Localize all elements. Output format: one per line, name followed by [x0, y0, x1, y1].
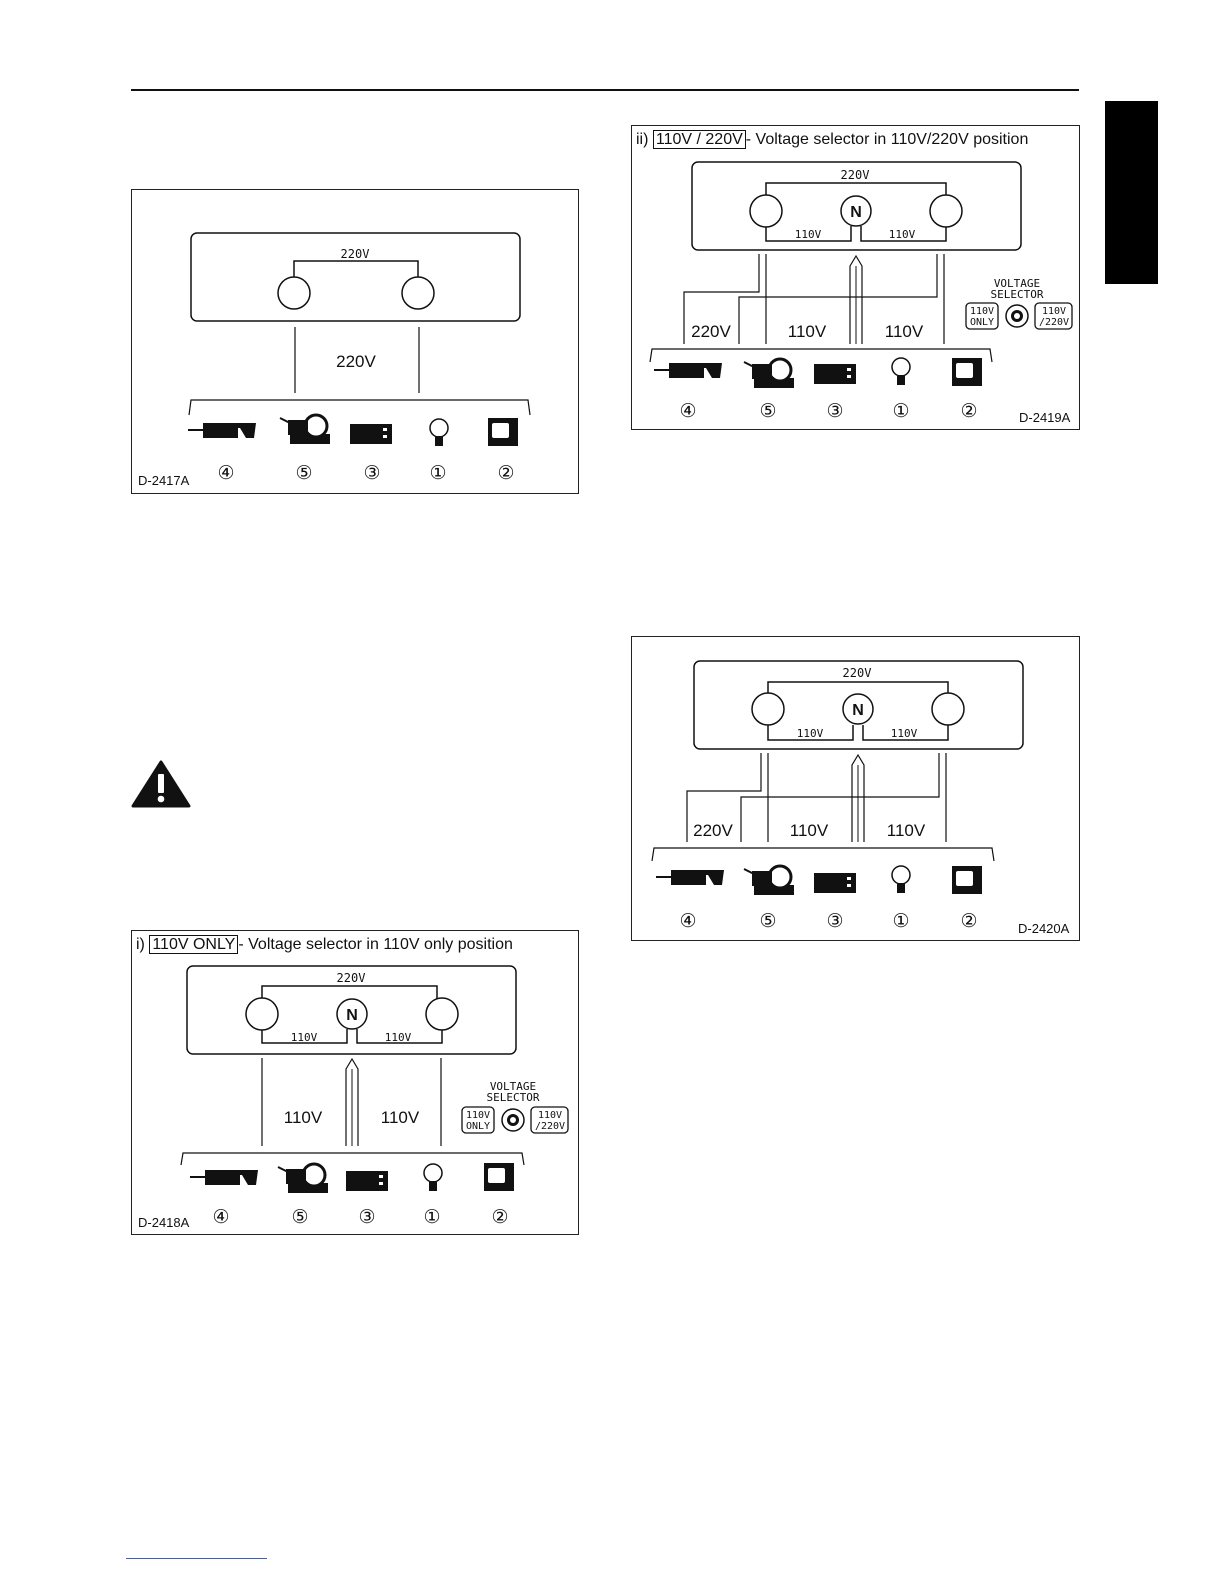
heater-icon: [350, 424, 392, 444]
warning-icon: [131, 760, 191, 808]
diagram-d2420a: D-2420A 220V 110V 110V N 220V 110V 110V …: [631, 636, 1080, 941]
compressor-icon: [279, 413, 330, 444]
television-icon: [484, 1163, 514, 1191]
drill-icon: [654, 363, 722, 378]
generator-terminal-left: [277, 276, 311, 310]
drill-icon: [188, 423, 256, 438]
light-bulb-icon: [891, 865, 911, 893]
diagram-d2417a: D-2417A 220V 220V ④ ⑤ ③ ① ②: [131, 189, 579, 494]
heater-icon: [814, 364, 856, 384]
drill-icon: [656, 870, 724, 885]
figure-caption: i) 110V ONLY- Voltage selector in 110V o…: [136, 935, 513, 954]
light-bulb-icon: [429, 418, 449, 446]
compressor-icon: [277, 1162, 328, 1193]
television-icon: [952, 866, 982, 894]
figure-caption: ii) 110V / 220V- Voltage selector in 110…: [636, 130, 1029, 149]
figure-code: D-2418A: [138, 1215, 190, 1230]
generator-terminal-right: [401, 276, 435, 310]
footer-link-rule: [126, 1558, 267, 1559]
figure-code: D-2417A: [138, 473, 190, 488]
light-bulb-icon: [891, 357, 911, 385]
light-bulb-icon: [423, 1163, 443, 1191]
compressor-icon: [743, 357, 794, 388]
mode-box: 110V / 220V: [652, 130, 746, 149]
heater-icon: [346, 1171, 388, 1191]
header-rule: [131, 89, 1079, 91]
heater-icon: [814, 873, 856, 893]
section-tab: [1105, 101, 1158, 284]
figure-code: D-2419A: [1019, 410, 1071, 425]
figure-code: D-2420A: [1018, 921, 1070, 936]
mode-box: 110V ONLY: [149, 935, 239, 954]
selector-knob-icon: [1005, 304, 1029, 328]
diagram-d2419a: ii) 110V / 220V- Voltage selector in 110…: [631, 125, 1080, 430]
compressor-icon: [743, 864, 794, 895]
diagram-d2418a: i) 110V ONLY- Voltage selector in 110V o…: [131, 930, 579, 1235]
selector-knob-icon: [501, 1108, 525, 1132]
television-icon: [952, 358, 982, 386]
drill-icon: [190, 1170, 258, 1185]
television-icon: [488, 418, 518, 446]
